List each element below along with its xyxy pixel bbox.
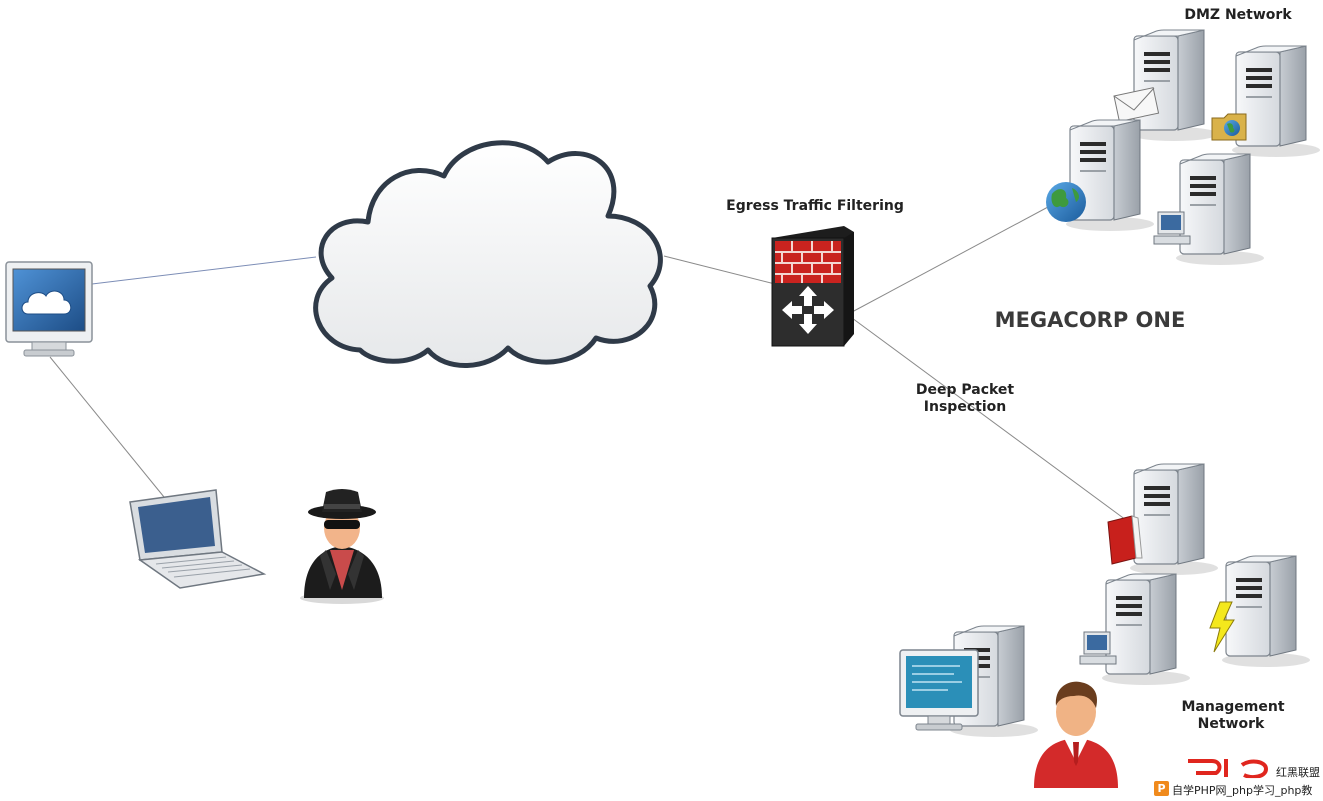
workstation-server-icon: [1153, 153, 1265, 266]
deep-packet-label-line2: Inspection: [924, 399, 1006, 415]
management-label-line2: Network: [1198, 716, 1265, 732]
web-server-icon: [1046, 119, 1155, 232]
egress-filtering-label: Egress Traffic Filtering: [726, 198, 904, 214]
terminal-server-icon: [1079, 573, 1191, 686]
watermark-p-badge: P: [1154, 781, 1169, 796]
admin-workstation-icon: [899, 625, 1039, 738]
link-firewall-dmz: [851, 206, 1049, 313]
link-cloud-firewall: [663, 255, 776, 285]
link-firewall-management: [851, 317, 1127, 521]
admin-user-icon: [1034, 681, 1118, 788]
laptop-icon: [129, 489, 267, 589]
deep-packet-label-line1: Deep Packet: [916, 382, 1015, 398]
power-server-icon: [1209, 555, 1311, 668]
link-monitor-laptop: [49, 356, 165, 498]
management-label-line1: Management: [1181, 699, 1284, 715]
dmz-network-label: DMZ Network: [1184, 7, 1292, 23]
watermark-text: 自学PHP网_php学习_php教: [1172, 784, 1313, 797]
file-server-icon: [1211, 45, 1321, 158]
connection-lines: [49, 206, 1127, 521]
watermark-bar: P 自学PHP网_php学习_php教: [1150, 778, 1323, 801]
monitor-cloud-icon: [5, 261, 93, 357]
cloud-icon: [313, 140, 663, 368]
company-name-label: MEGACORP ONE: [995, 308, 1186, 332]
directory-server-icon: [1107, 463, 1219, 576]
watermark-brand: 红黑联盟: [1276, 766, 1320, 779]
watermark-logo: [1188, 759, 1269, 779]
hacker-icon: [300, 489, 384, 604]
mail-server-icon: [1113, 29, 1219, 142]
link-monitor-cloud: [91, 256, 317, 285]
firewall-icon: [771, 226, 854, 347]
